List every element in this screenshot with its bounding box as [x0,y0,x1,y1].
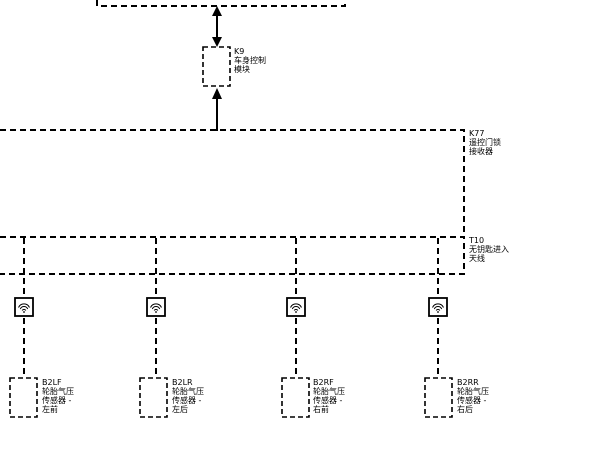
b2rr-label: B2RR 轮胎气压 传感器 - 右后 [457,378,489,414]
b2rr-id: B2RR [457,378,479,387]
t10-antenna-outline [0,236,465,275]
b2rr-position: 右后 [457,405,473,414]
b2lf-sensor-box [9,377,38,418]
arrowhead-up [212,6,222,16]
t10-id: T10 [469,236,485,245]
k9-name-line1: 车身控制 [234,56,266,65]
k77-name-line2: 接收器 [469,147,493,156]
k77-name-line1: 遥控门锁 [469,138,501,147]
b2lf-id: B2LF [42,378,62,387]
b2rf-name-line2: 传感器 - [313,396,343,405]
b2lf-label: B2LF 轮胎气压 传感器 - 左前 [42,378,74,414]
b2lr-name-line1: 轮胎气压 [172,387,204,396]
arrowhead-down [212,37,222,47]
b2lf-name-line1: 轮胎气压 [42,387,74,396]
k9-id: K9 [234,47,245,56]
b2rf-id: B2RF [313,378,334,387]
k77-label: K77 遥控门锁 接收器 [469,129,501,156]
b2lr-position: 左后 [172,405,188,414]
k77-id: K77 [469,129,485,138]
k9-label: K9 车身控制 模块 [234,47,266,74]
b2rf-position: 右前 [313,405,329,414]
b2rr-sensor-box [424,377,453,418]
b2rf-name-line1: 轮胎气压 [313,387,345,396]
b2lr-id: B2LR [172,378,193,387]
k9-name-line2: 模块 [234,65,250,74]
k77-module-outline [0,129,465,238]
b2lf-name-line2: 传感器 - [42,396,72,405]
b2rr-name-line1: 轮胎气压 [457,387,489,396]
b2lr-name-line2: 传感器 - [172,396,202,405]
t10-label: T10 无钥匙进入 天线 [469,236,509,263]
upper-module-outline [96,0,346,7]
wireless-signal-icon [286,297,306,317]
b2rf-sensor-box [281,377,310,418]
b2lr-label: B2LR 轮胎气压 传感器 - 左后 [172,378,204,414]
arrowhead-into-k9 [212,88,222,99]
b2rf-label: B2RF 轮胎气压 传感器 - 右前 [313,378,345,414]
wireless-signal-icon [428,297,448,317]
t10-name-line2: 天线 [469,254,485,263]
b2rr-name-line2: 传感器 - [457,396,487,405]
wireless-signal-icon [14,297,34,317]
t10-name-line1: 无钥匙进入 [469,245,509,254]
b2lr-sensor-box [139,377,168,418]
wireless-signal-icon [146,297,166,317]
k9-module-box [202,46,231,87]
b2lf-position: 左前 [42,405,58,414]
